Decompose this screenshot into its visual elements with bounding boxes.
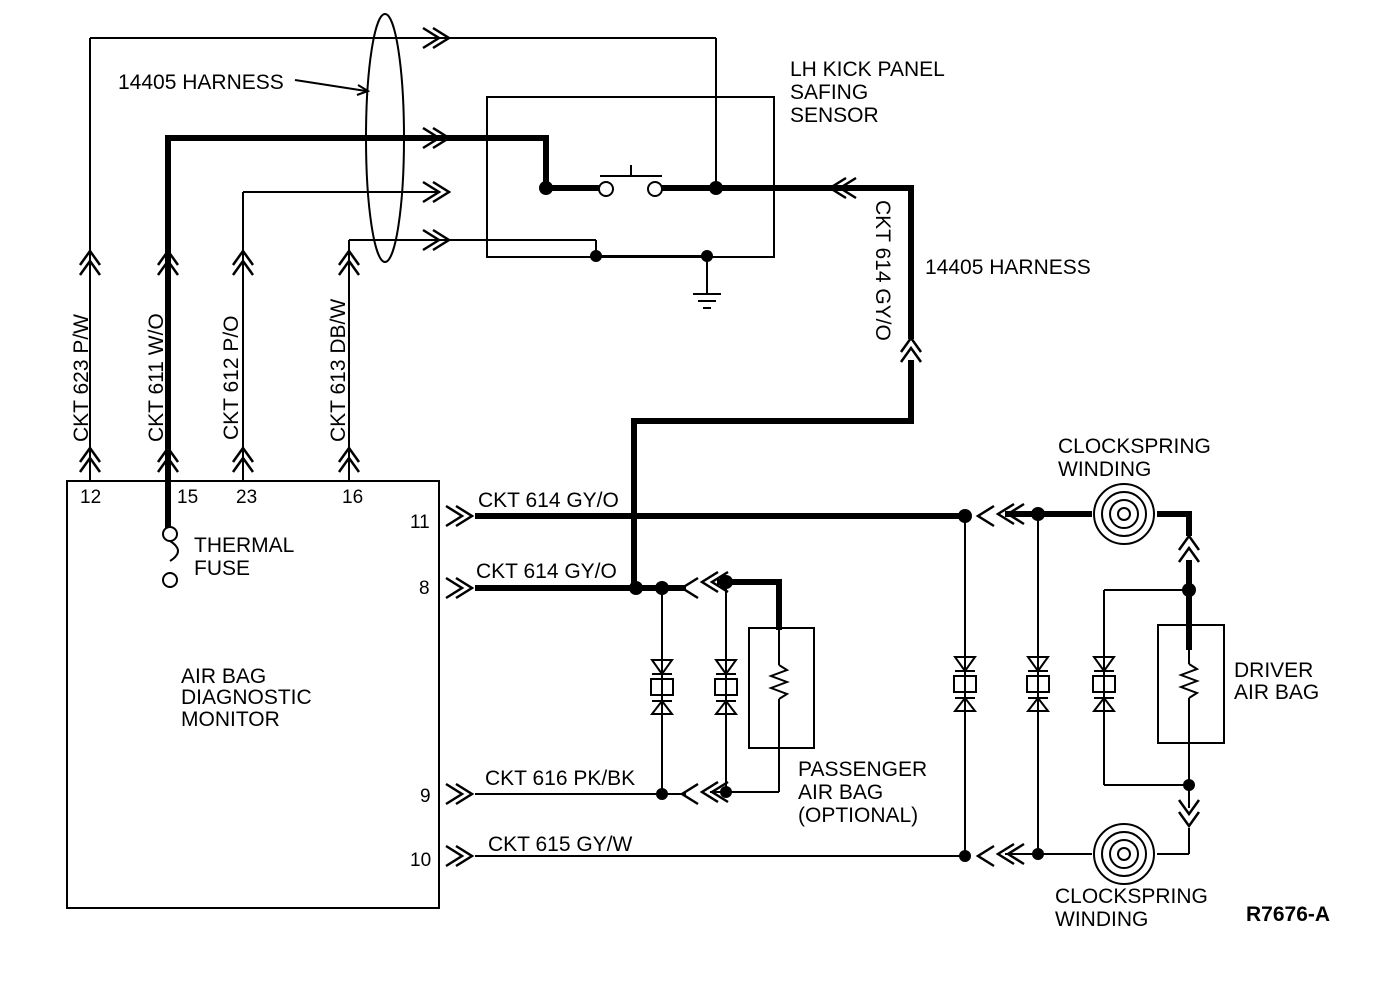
- driver-squib-resistor-icon: [1178, 663, 1200, 699]
- ckt-612-label: CKT 612 P/O: [220, 315, 243, 440]
- pin-15: 15: [177, 487, 198, 508]
- clockspring-bottom-icon: [1093, 823, 1155, 885]
- passenger-air-bag-label-line3: (OPTIONAL): [798, 804, 918, 827]
- ckt-616-label: CKT 616 PK/BK: [485, 767, 635, 790]
- driver-air-bag-label-line1: DRIVER: [1234, 659, 1313, 682]
- ckt-614-pin11-label: CKT 614 GY/O: [478, 489, 619, 512]
- wire-ckt-615: [475, 828, 1190, 857]
- wire-ckt-613: [348, 239, 597, 481]
- thermal-fuse-label-line1: THERMAL: [194, 534, 294, 557]
- wire-ckt-612: [242, 191, 440, 481]
- clockspring-bottom-label-line2: WINDING: [1055, 908, 1148, 931]
- thermal-fuse-icon: [162, 526, 179, 588]
- wire-ckt-614-pin8: [475, 579, 782, 630]
- ckt-614-vertical-label: CKT 614 GY/O: [871, 200, 894, 341]
- wire-ckt-611: [165, 135, 549, 528]
- ckt-623-label: CKT 623 P/W: [70, 314, 93, 442]
- driver-diode-network: [952, 514, 1225, 856]
- harness-label-top: 14405 HARNESS: [118, 71, 284, 94]
- clockspring-top-icon: [1093, 483, 1155, 545]
- junction-dots: [539, 181, 1196, 862]
- connector-chevrons: [78, 26, 1201, 868]
- clockspring-top-label-line2: WINDING: [1058, 458, 1151, 481]
- wire-ckt-614-feed: [631, 185, 914, 589]
- pin-10: 10: [410, 850, 431, 871]
- safing-sensor-switch: [546, 165, 836, 309]
- passenger-air-bag-label-line2: AIR BAG: [798, 781, 883, 804]
- ckt-614-pin8-label: CKT 614 GY/O: [476, 560, 617, 583]
- pin-23: 23: [236, 487, 257, 508]
- safing-sensor-label-line2: SAFING: [790, 81, 868, 104]
- passenger-diode-network: [649, 582, 815, 794]
- monitor-label-line2: DIAGNOSTIC: [181, 686, 312, 709]
- passenger-squib-resistor-icon: [768, 664, 790, 700]
- harness-leader-line: [294, 79, 367, 92]
- pin-9: 9: [420, 786, 431, 807]
- ckt-615-label: CKT 615 GY/W: [488, 833, 633, 856]
- clockspring-top-label-line1: CLOCKSPRING: [1058, 435, 1211, 458]
- monitor-label-line3: MONITOR: [181, 708, 280, 731]
- safing-sensor-label-line1: LH KICK PANEL: [790, 58, 945, 81]
- pin-12: 12: [80, 487, 101, 508]
- ckt-613-label: CKT 613 DB/W: [327, 299, 350, 442]
- pin-16: 16: [342, 487, 363, 508]
- harness-leader-arrow: [356, 84, 371, 96]
- driver-air-bag-label-line2: AIR BAG: [1234, 681, 1319, 704]
- ckt-611-label: CKT 611 W/O: [145, 313, 168, 442]
- harness-label-right: 14405 HARNESS: [925, 256, 1091, 279]
- passenger-air-bag-box: [748, 627, 815, 749]
- figure-id: R7676-A: [1246, 903, 1330, 926]
- wire-ckt-614-pin11: [475, 511, 1192, 536]
- passenger-air-bag-label-line1: PASSENGER: [798, 758, 927, 781]
- diagnostic-monitor-box: [66, 480, 440, 909]
- clockspring-bottom-label-line1: CLOCKSPRING: [1055, 885, 1208, 908]
- pin-11: 11: [410, 512, 430, 533]
- pin-8: 8: [419, 578, 430, 599]
- safing-sensor-label-line3: SENSOR: [790, 104, 879, 127]
- monitor-label-line1: AIR BAG: [181, 665, 266, 688]
- thermal-fuse-label-line2: FUSE: [194, 557, 250, 580]
